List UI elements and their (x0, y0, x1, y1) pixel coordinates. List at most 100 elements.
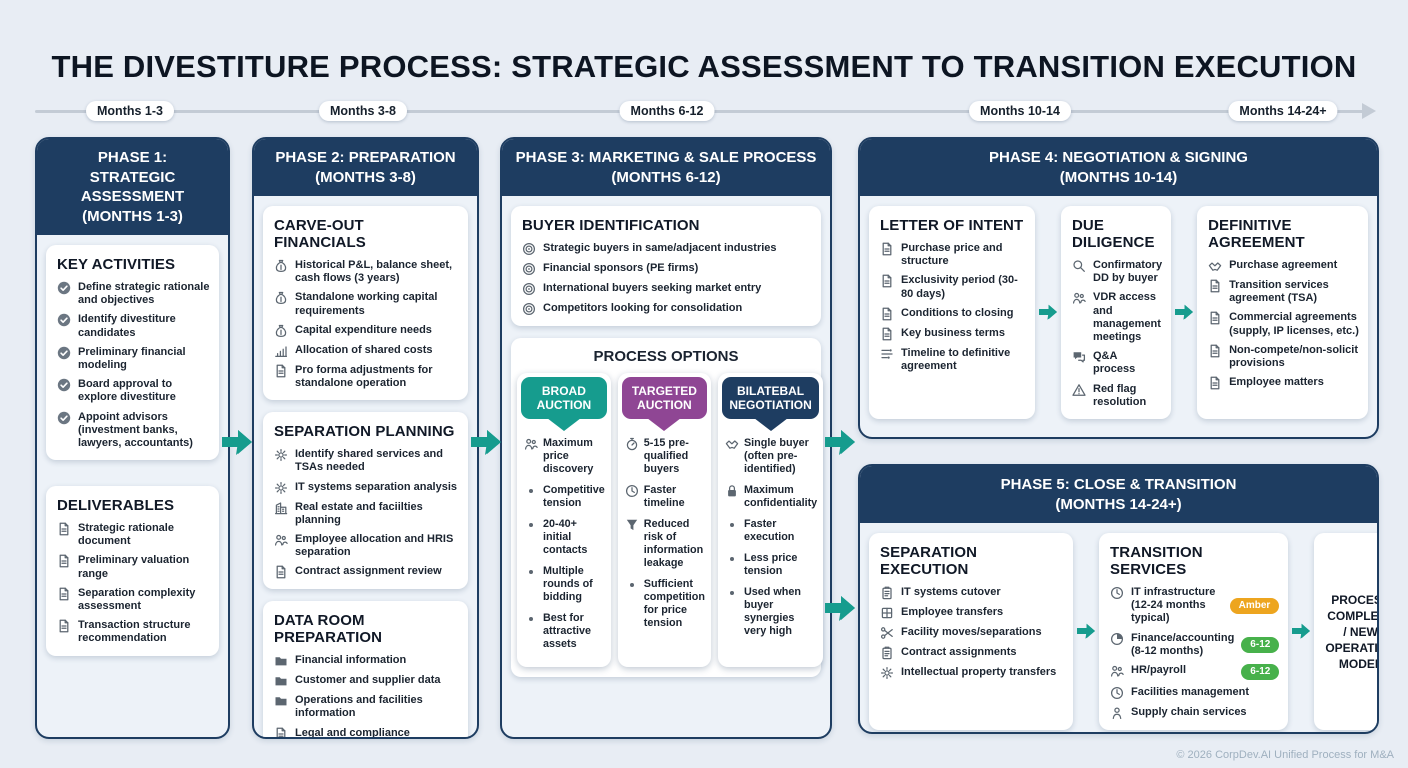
list-item-text: Red flag resolution (1093, 382, 1147, 408)
list-item: Purchase agreement (1208, 259, 1359, 273)
check-circle-icon (57, 411, 71, 425)
option-arrow-down-icon (517, 418, 611, 435)
phase-flow-arrow-icon (470, 429, 502, 455)
list-item-text: Facilities management (1131, 685, 1249, 698)
option-header: TARGETED AUCTION (621, 377, 707, 420)
list-item: IT systems separation analysis (274, 481, 459, 495)
list-item-text: Single buyer (often pre-identified) (743, 437, 809, 476)
phase-2-header: PHASE 2: PREPARATION(MONTHS 3-8) (254, 139, 477, 196)
target-icon (522, 302, 536, 316)
list-item-text: VDR access and management meetings (1093, 291, 1161, 343)
document-icon (880, 274, 894, 288)
list-item-text: Timeline to definitive agreement (901, 346, 1011, 372)
list-item-text: Transition services agreement (TSA) (1229, 279, 1329, 305)
document-icon (57, 619, 71, 633)
list-item: Facility moves/separations (880, 626, 1064, 640)
phase-1-header: PHASE 1:STRATEGIC ASSESSMENT(MONTHS 1-3) (37, 139, 228, 235)
phase-4-header: PHASE 4: NEGOTIATION & SIGNING(MONTHS 10… (860, 139, 1377, 196)
timer-icon (625, 437, 639, 451)
document-pen-icon (880, 242, 894, 256)
list-item: Timeline to definitive agreement (880, 347, 1026, 373)
target-icon (522, 282, 536, 296)
phase-header-line: (MONTHS 1-3) (82, 207, 183, 225)
folder-icon (274, 674, 288, 688)
list-item: Standalone working capital requirements (274, 291, 459, 317)
list-item: Facilities management (1110, 686, 1279, 700)
list-item-text: Less price tension (743, 551, 798, 577)
timeline-label-months-1-3: Months 1-3 (86, 101, 174, 121)
phase-5-header: PHASE 5: CLOSE & TRANSITION(MONTHS 14-24… (860, 466, 1377, 523)
list-item: Q&A process (1072, 350, 1162, 376)
document-icon (274, 727, 288, 737)
person-icon (1110, 706, 1124, 720)
list-item: Finance/accounting (8-12 months)6-12 (1110, 632, 1280, 658)
list-item-text: Identify shared services and TSAs needed (295, 448, 443, 474)
option-arrow-down-icon (718, 418, 823, 435)
phase-flow-arrow-icon (824, 429, 856, 455)
list-item: Transition services agreement (TSA) (1208, 279, 1359, 305)
phase-header-line: (MONTHS 10-14) (1059, 168, 1178, 186)
process-complete-label: PROCESS COMPLETE / NEW OPERATING MODEL (1325, 592, 1379, 672)
list-item: Faster timeline (625, 484, 705, 510)
target-icon (522, 262, 536, 276)
list-item-text: HR/payroll (1131, 663, 1187, 676)
document-icon (57, 554, 71, 568)
list-item-text: Financial information (295, 654, 407, 667)
list-item: Competitors looking for consolidation (522, 302, 812, 316)
list-item: Supply chain services (1110, 706, 1279, 720)
document-icon (274, 364, 288, 378)
list-item-text: Preliminary financial modeling (78, 345, 186, 371)
folder-icon (274, 694, 288, 708)
list-item-text: Commercial agreements (supply, IP licens… (1229, 311, 1359, 337)
pie-icon (1110, 632, 1124, 646)
list-item: Appoint advisors (investment banks, lawy… (57, 411, 210, 451)
list-item-text: Board approval to explore divestiture (78, 378, 176, 404)
list-item: Real estate and faciilties planning (274, 501, 459, 527)
list-item-text: Facility moves/separations (901, 626, 1042, 638)
clipboard-icon (880, 646, 894, 660)
list-item-text: Employee matters (1229, 376, 1324, 389)
building-icon (274, 501, 288, 515)
bullet-icon (725, 586, 739, 600)
list-item: Purchase price and structure (880, 242, 1026, 268)
list-item: Non-compete/non-solicit provisions (1208, 344, 1359, 370)
document-lines-icon (880, 327, 894, 341)
people-icon (274, 533, 288, 547)
list-item: Best for attractive assets (524, 612, 605, 651)
list-item-text: Multiple rounds of bidding (543, 564, 593, 603)
list-item: Legal and compliance documentation (274, 727, 459, 737)
warning-icon (1072, 383, 1086, 397)
scissors-icon (880, 626, 894, 640)
list-item: Commercial agreements (supply, IP licens… (1208, 311, 1359, 337)
list-item: IT systems cutover (880, 586, 1064, 600)
list-item-text: Transaction structure recommendation (78, 619, 191, 645)
list-item: Contract assignment review (274, 565, 459, 579)
timeline-label-months-3-8: Months 3-8 (319, 101, 407, 121)
check-circle-icon (57, 378, 71, 392)
list-item-text: Historical P&L, balance sheet, cash flow… (295, 259, 453, 285)
handshake-icon (725, 437, 739, 451)
phase-header-line: STRATEGIC ASSESSMENT (80, 168, 185, 206)
list-item-text: Sufficient competition for price tension (643, 577, 705, 629)
list-item: Pro forma adjustments for standalone ope… (274, 364, 459, 390)
list-item-text: Strategic buyers in same/adjacent indust… (543, 242, 777, 254)
phase-5-panel: PHASE 5: CLOSE & TRANSITION(MONTHS 14-24… (858, 464, 1379, 734)
option-header: BROAD AUCTION (521, 377, 607, 420)
list-item: Red flag resolution (1072, 383, 1162, 409)
list-item: 5-15 pre-qualified buyers (625, 437, 705, 476)
list-item: Financial sponsors (PE firms) (522, 262, 812, 276)
phase-flow-arrow-icon (221, 429, 253, 455)
list-item-text: Separation complexity assessment (78, 586, 196, 612)
list-item-text: Conditions to closing (901, 306, 1014, 319)
money-bag-icon (274, 259, 288, 273)
